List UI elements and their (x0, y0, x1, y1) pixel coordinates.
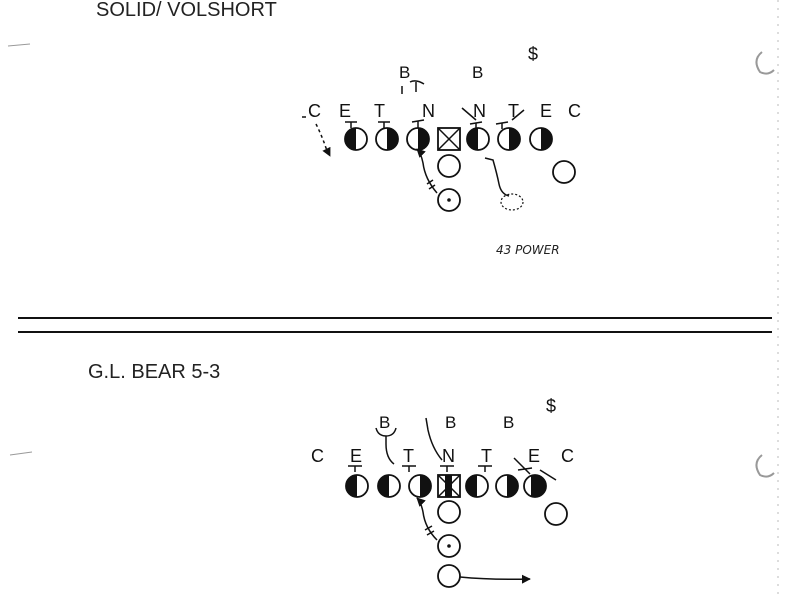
backer-label: B (503, 413, 514, 432)
scan-mark (7, 43, 31, 47)
safety-label: $ (546, 396, 556, 416)
front-label: E (350, 446, 362, 466)
front-label: E (528, 446, 540, 466)
quarterback (437, 154, 461, 178)
backer-label: B (472, 63, 483, 82)
offensive-line (345, 474, 547, 498)
scan-mark (9, 451, 33, 456)
play-top-title: SOLID/ VOLSHORT (96, 0, 277, 21)
front-label: E (540, 101, 552, 121)
front-label: N (442, 446, 455, 466)
technique-marks (348, 417, 557, 481)
safety-label: $ (528, 44, 538, 64)
receiver-right (544, 502, 568, 526)
play-bottom: G.L. BEAR 5-3 $ B B B C E T N T E C (88, 361, 574, 588)
play-bottom-title: G.L. BEAR 5-3 (88, 361, 220, 383)
play-routes (416, 497, 531, 584)
binder-hole-bottom (755, 454, 775, 478)
play-routes (315, 123, 510, 197)
technique-marks (302, 80, 525, 129)
front-label: T (508, 101, 519, 121)
offensive-line (344, 127, 553, 151)
front-label: T (481, 446, 492, 466)
backer-label: B (445, 413, 456, 432)
fullback-ghost (500, 193, 524, 211)
quarterback (437, 500, 461, 524)
backer-label: B (399, 63, 410, 82)
play-top: SOLID/ VOLSHORT $ B B C E T N N T E C (96, 0, 581, 257)
front-label: C (311, 446, 324, 466)
front-label: N (473, 101, 486, 121)
front-label: N (422, 101, 435, 121)
front-label: T (403, 446, 414, 466)
front-label: T (374, 101, 385, 121)
receiver-right (552, 160, 576, 184)
backer-label: B (379, 413, 390, 432)
front-label: C (568, 101, 581, 121)
front-label: E (339, 101, 351, 121)
front-label: C (561, 446, 574, 466)
binder-hole-top (755, 51, 775, 75)
play-note: 43 POWER (496, 243, 560, 257)
front-label: C (308, 101, 321, 121)
tailback (437, 564, 461, 588)
